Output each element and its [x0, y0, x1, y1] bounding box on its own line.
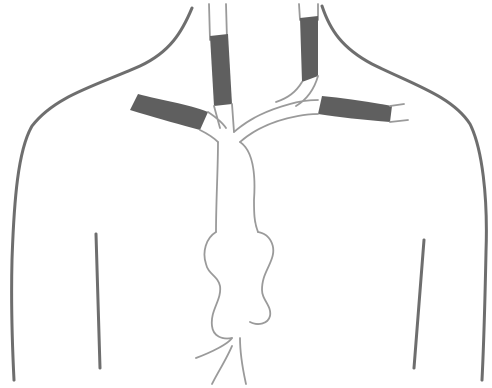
right-subclavian-extension: [390, 104, 408, 122]
right-subclavian-highlight: [318, 96, 392, 122]
left-subclavian-highlight: [130, 94, 208, 130]
right-brachiocephalic-vein: [234, 100, 318, 142]
right-neck-shoulder-outline: [322, 6, 486, 380]
superior-vena-cava: [216, 142, 258, 232]
inferior-vein-branches: [196, 338, 246, 384]
heart-outline: [204, 232, 273, 339]
left-internal-jugular-highlight: [210, 34, 232, 106]
right-internal-jugular-highlight: [300, 16, 318, 82]
left-arm-line: [96, 234, 100, 368]
right-arm-line: [414, 240, 424, 368]
left-neck-shoulder-outline: [12, 8, 192, 380]
